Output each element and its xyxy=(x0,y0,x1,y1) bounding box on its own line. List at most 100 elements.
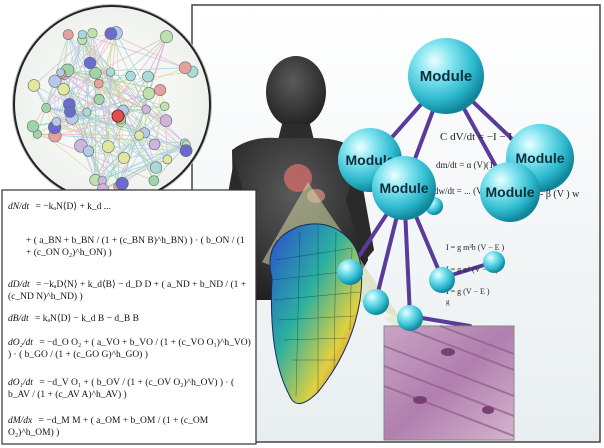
network-node xyxy=(51,116,62,127)
equation-5-rhs: = −d_V O₁ + ( b_OV / (1 + (c_OV O₂)^h_OV… xyxy=(8,378,235,400)
network-node xyxy=(115,177,129,191)
network-edge xyxy=(46,107,145,134)
network-node xyxy=(27,79,41,92)
network-edge xyxy=(69,71,111,113)
network-edge xyxy=(94,72,111,181)
equation-6-lhs: dM/dx xyxy=(8,416,33,426)
equation-3-rhs: = kₐN⟨D⟩ − k_d B − d_B B xyxy=(34,314,139,324)
hh-eq-4: I = g n⁴ (V − E ) xyxy=(446,265,499,274)
equation-0-rhs: = −kₐN⟨D⟩ + k_d ... xyxy=(35,202,111,212)
network-node xyxy=(56,68,65,77)
network-node xyxy=(89,67,102,80)
network-edge xyxy=(80,145,187,152)
equation-0: dN/dt = −kₐN⟨D⟩ + k_d ... xyxy=(8,202,111,214)
hh-eq-1: dm/dt = α (V)(1 − m) − β (V)m xyxy=(436,160,549,170)
network-node xyxy=(82,145,95,157)
network-edge xyxy=(95,36,167,74)
network-edge xyxy=(123,150,187,159)
network-edge xyxy=(45,72,96,109)
network-node xyxy=(93,78,104,89)
module-lower-right-label: Module xyxy=(486,184,535,200)
network-edge xyxy=(64,73,165,107)
network-graph xyxy=(26,26,199,196)
network-edge xyxy=(82,34,157,168)
network-edge xyxy=(95,144,187,181)
sphere-small-3 xyxy=(397,305,423,331)
equation-3-lhs: dB/dt xyxy=(8,314,29,324)
network-edge xyxy=(89,62,167,121)
network-node xyxy=(87,28,98,39)
module-lower-right-suffix: - β (V ) w xyxy=(540,189,580,200)
sphere-small-1 xyxy=(337,259,363,285)
module-left-label: Module xyxy=(346,152,395,168)
equation-0-lhs: dN/dt xyxy=(8,202,30,212)
equation-1: + ( a_BN + b_BN / (1 + (c_BN B)^h_BN) ) … xyxy=(26,236,252,260)
network-edge xyxy=(110,33,193,73)
network-node xyxy=(77,29,87,40)
hh-eq-6: g xyxy=(446,298,450,306)
sphere-small-5 xyxy=(483,251,505,273)
equation-3: dB/dt = kₐN⟨D⟩ − k_d B − d_B B xyxy=(8,314,139,326)
equation-5: dO₁/dt = −d_V O₁ + ( b_OV / (1 + (c_OV O… xyxy=(8,378,252,402)
network-edge xyxy=(63,88,167,122)
equations-list: dN/dt = −kₐN⟨D⟩ + k_d ... + ( a_BN + b_B… xyxy=(8,196,252,440)
module-top: Module xyxy=(408,38,484,114)
network-node xyxy=(117,151,130,164)
network-edge xyxy=(154,106,166,145)
sphere-small-4 xyxy=(429,267,455,293)
module-center-label: Module xyxy=(380,180,429,196)
network-edge xyxy=(69,67,186,113)
hh-eq-2: dw/dt = ... (V) w xyxy=(434,186,495,196)
network-hub-node xyxy=(111,109,125,123)
network-edge xyxy=(122,109,187,152)
network-node xyxy=(179,144,193,158)
equation-4-rhs: = −d_O O₂ + ( a_VO + b_VO / (1 + (c_VO O… xyxy=(8,338,251,360)
network-node xyxy=(104,27,118,40)
network-edge xyxy=(67,69,161,91)
network-edge xyxy=(82,34,186,69)
equation-2: dD/dt = −kₐD⟨N⟩ + k_d⟨B⟩ − d_D D + ( a_N… xyxy=(8,280,252,304)
network-node xyxy=(142,70,154,83)
network-node xyxy=(105,67,116,77)
network-node xyxy=(160,101,170,112)
sphere-small-2 xyxy=(363,289,389,315)
network-edge xyxy=(45,33,112,109)
network-edge xyxy=(63,73,103,181)
network-node xyxy=(57,83,70,96)
equation-2-lhs: dD/dt xyxy=(8,280,30,290)
module-center: Module xyxy=(372,156,436,220)
network-node xyxy=(178,61,192,75)
module-right-label: Module xyxy=(516,150,565,166)
equation-4-lhs: dO₂/dt xyxy=(8,338,33,348)
network-edge xyxy=(67,32,93,71)
network-node xyxy=(83,56,97,69)
network-edge xyxy=(95,73,119,187)
network-edge xyxy=(32,125,103,181)
equation-5-lhs: dO₁/dt xyxy=(8,378,33,388)
network-node xyxy=(162,154,173,165)
network-edge xyxy=(88,121,122,152)
network-edge xyxy=(88,71,111,152)
network-edge xyxy=(155,90,161,168)
network-node xyxy=(159,114,173,127)
network-node xyxy=(125,70,136,82)
network-node xyxy=(148,175,160,186)
network-inset xyxy=(12,4,212,204)
network-node xyxy=(134,130,145,141)
network-edge xyxy=(95,135,140,181)
hh-eq-3: I = g m³h (V − E ) xyxy=(446,243,504,252)
module-lower-right: Module - β (V ) w xyxy=(480,162,580,222)
network-node xyxy=(160,30,173,44)
equation-4: dO₂/dt = −d_O O₂ + ( a_VO + b_VO / (1 + … xyxy=(8,338,252,362)
network-node xyxy=(149,161,163,174)
network-node xyxy=(64,105,76,118)
hh-eq-5: I = g (V − E ) xyxy=(446,287,490,296)
network-node xyxy=(26,120,39,133)
network-node xyxy=(97,175,107,186)
network-edge xyxy=(89,62,187,145)
equation-6-rhs: = −d_M M + ( a_OM + b_OM / (1 + (c_OM O₂… xyxy=(8,416,209,438)
small-module-spheres xyxy=(337,197,505,331)
network-node xyxy=(82,107,92,117)
network-edge xyxy=(33,85,88,113)
